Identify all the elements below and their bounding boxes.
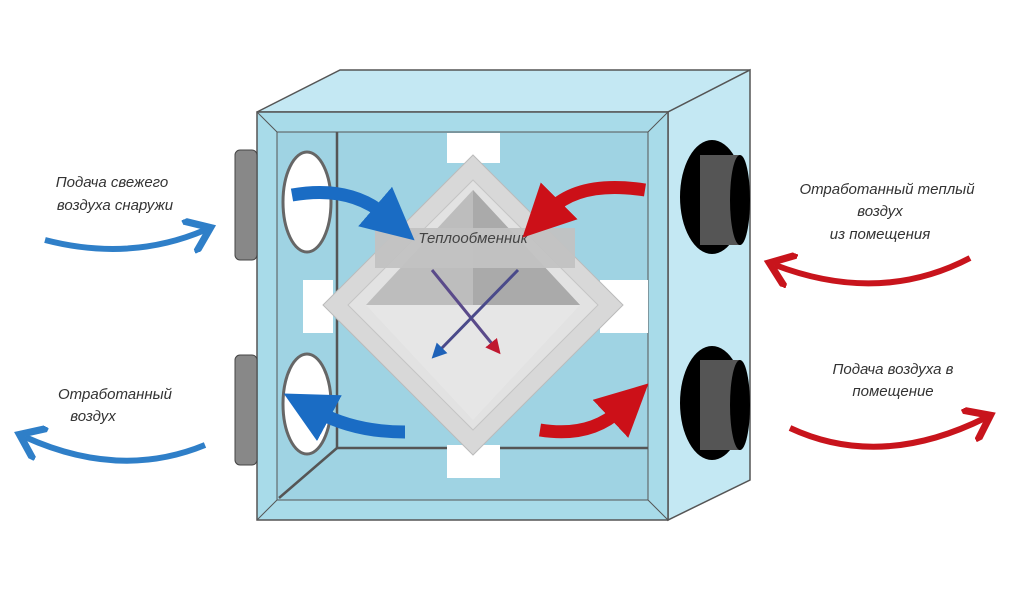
svg-text:Подача свежего: Подача свежего (56, 174, 169, 191)
heat-exchanger-label: Теплообменник (418, 230, 528, 247)
svg-text:Отработанный: Отработанный (58, 386, 173, 403)
svg-text:воздух: воздух (857, 203, 903, 220)
svg-text:помещение: помещение (852, 383, 933, 400)
supply-inner-arrow (538, 383, 649, 439)
svg-text:воздуха снаружи: воздуха снаружи (57, 197, 174, 214)
supply-outer-arrow (788, 418, 985, 450)
warm-exhaust-inner-arrow (522, 181, 646, 238)
svg-text:Отработанный теплый: Отработанный теплый (799, 181, 975, 198)
fresh-air-inner-arrow (290, 186, 415, 241)
right-ports (680, 140, 750, 460)
exhaust-outer-arrow (25, 437, 207, 464)
svg-text:Подача воздуха в: Подача воздуха в (833, 361, 954, 378)
svg-text:из помещения: из помещения (830, 226, 930, 243)
cold-to-warm-arrow (431, 268, 520, 359)
fresh-air-outer-arrow (44, 230, 205, 249)
label-fresh-air-in: Подача свежего воздуха снаружи (56, 174, 174, 214)
warm-to-cold-arrow (430, 269, 501, 355)
label-exhaust-out: Отработанный воздух (58, 386, 173, 425)
exhaust-inner-arrow (283, 393, 406, 442)
svg-text:воздух: воздух (70, 408, 116, 425)
warm-exhaust-outer-arrow (775, 258, 972, 283)
label-warm-exhaust-in: Отработанный теплый воздух из помещения (799, 181, 975, 243)
label-supply-out: Подача воздуха в помещение (833, 361, 954, 400)
